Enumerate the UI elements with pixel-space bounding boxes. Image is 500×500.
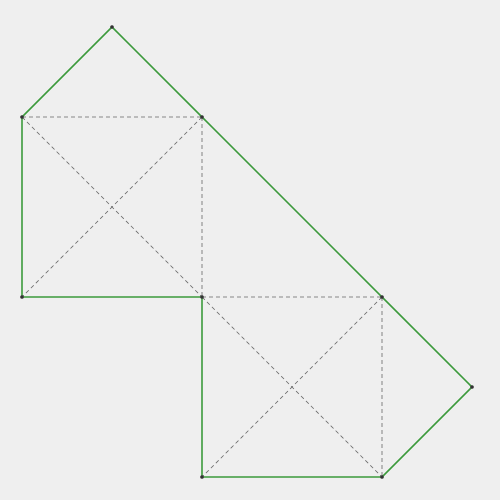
outline-edge-right-upper (381, 296, 473, 388)
vertex-point (20, 295, 24, 299)
outline-edge-right-lower (381, 386, 473, 478)
vertex-point (470, 385, 474, 389)
guide-bottom-right-square-diagonal-2 (201, 296, 383, 478)
outline-edge-top-right (111, 26, 203, 118)
vertex-point (380, 475, 384, 479)
vertex-point (110, 25, 114, 29)
vertex-point (380, 295, 384, 299)
green-outline (21, 26, 473, 478)
guide-top-left-square-diagonal-2 (21, 116, 203, 298)
vertex-point (200, 115, 204, 119)
vertex-points (20, 25, 474, 479)
outline-edge-top-left (21, 26, 113, 118)
vertex-point (200, 295, 204, 299)
outline-edge-long-diagonal (201, 116, 383, 298)
vertex-point (200, 475, 204, 479)
vertex-point (20, 115, 24, 119)
dashed-guide-lines (21, 116, 383, 478)
